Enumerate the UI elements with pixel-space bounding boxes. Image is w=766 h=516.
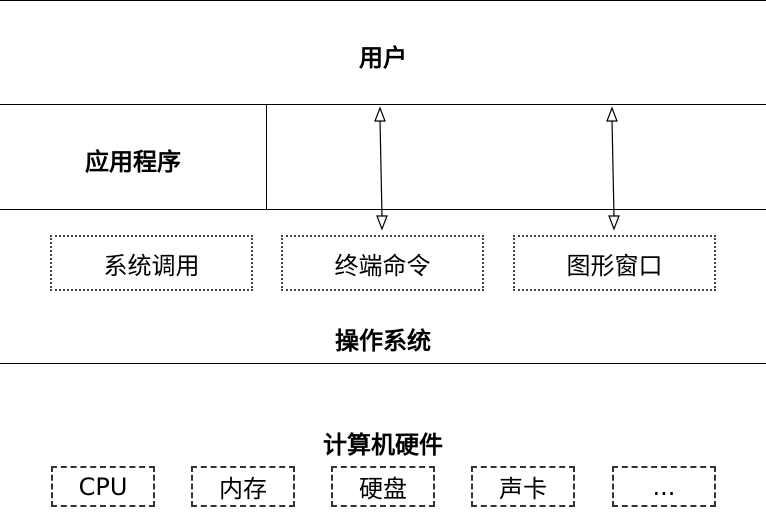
os-interface-terminal-command: 终端命令 — [281, 235, 484, 291]
hardware-layer — [0, 363, 766, 516]
os-layer-label: 操作系统 — [335, 327, 431, 355]
hardware-layer-label: 计算机硬件 — [323, 431, 443, 459]
hardware-item-more: ... — [612, 466, 716, 507]
hardware-item-soundcard: 声卡 — [471, 466, 575, 507]
application-divider — [266, 104, 267, 210]
hardware-item-cpu: CPU — [51, 466, 155, 507]
application-layer — [0, 104, 766, 210]
os-layer — [0, 209, 766, 364]
hardware-item-memory: 内存 — [191, 466, 295, 507]
hardware-item-disk: 硬盘 — [331, 466, 435, 507]
os-interface-graphical-window: 图形窗口 — [513, 235, 716, 291]
os-interface-system-call: 系统调用 — [50, 235, 253, 291]
user-layer-label: 用户 — [359, 44, 407, 72]
application-layer-label: 应用程序 — [85, 148, 181, 176]
user-layer — [0, 0, 766, 105]
